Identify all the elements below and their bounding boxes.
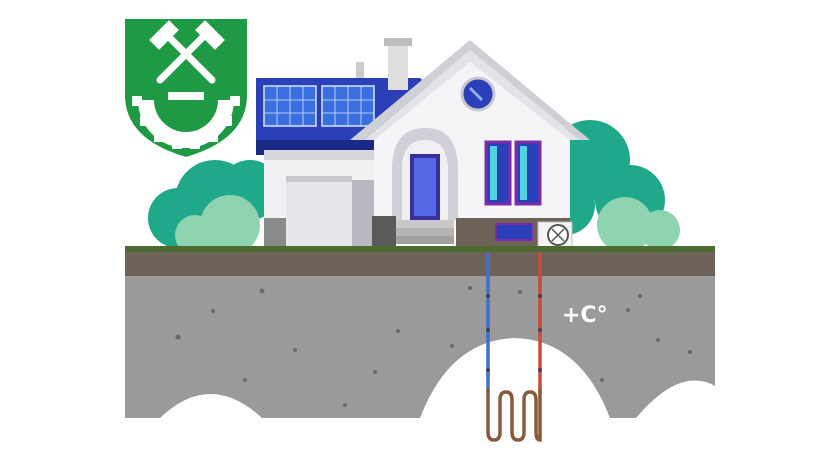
solar-panels — [263, 85, 375, 127]
gear-icon — [132, 80, 240, 149]
temperature-label: +C° — [562, 303, 608, 328]
municipal-crest — [123, 17, 249, 160]
hammer-pick-icon — [156, 31, 216, 84]
house — [256, 38, 590, 249]
tall-windows — [484, 140, 542, 206]
front-steps — [396, 220, 454, 228]
heat-pump-unit — [537, 221, 573, 249]
basement-window — [495, 223, 533, 241]
chimney — [388, 42, 408, 90]
ground — [125, 246, 715, 418]
bushes-left — [148, 160, 280, 255]
geothermal-loop — [486, 252, 542, 442]
garage-door — [286, 180, 352, 248]
